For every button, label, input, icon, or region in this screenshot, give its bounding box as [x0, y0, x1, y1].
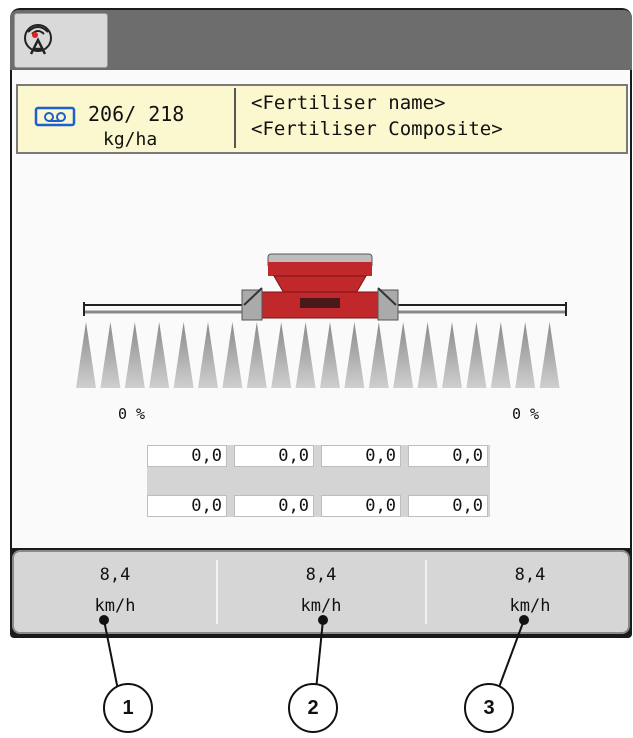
rate-unit: kg/ha	[103, 129, 158, 150]
section-value: 0,0	[147, 495, 227, 517]
right-percent: 0 %	[512, 405, 540, 423]
header-divider	[234, 88, 236, 148]
callout-2: 2	[288, 683, 338, 733]
speed-unit: km/h	[300, 596, 342, 616]
callout-1: 1	[103, 683, 153, 733]
left-percent: 0 %	[118, 405, 146, 423]
section-value: 0,0	[321, 495, 401, 517]
speed-value: 8,4	[514, 565, 546, 585]
fertiliser-name: <Fertiliser name>	[251, 92, 446, 114]
callout-3: 3	[464, 683, 514, 733]
speed-divider	[425, 560, 427, 624]
section-value: 0,0	[408, 495, 488, 517]
auto-radar-icon	[24, 24, 52, 55]
fertiliser-composite: <Fertiliser Composite>	[251, 118, 503, 140]
section-value: 0,0	[408, 445, 488, 467]
speed-value: 8,4	[305, 565, 337, 585]
speed-value: 8,4	[99, 565, 131, 585]
auto-mode-button[interactable]	[14, 13, 108, 68]
speed-display-1[interactable]: 8,4 km/h	[12, 550, 218, 634]
fertiliser-header	[16, 84, 628, 154]
top-toolbar	[10, 10, 632, 70]
section-value: 0,0	[234, 495, 314, 517]
speed-unit: km/h	[509, 596, 551, 616]
application-rate: 206/ 218	[88, 102, 185, 126]
section-value: 0,0	[234, 445, 314, 467]
section-value: 0,0	[321, 445, 401, 467]
speed-unit: km/h	[94, 596, 136, 616]
speed-divider	[216, 560, 218, 624]
section-value: 0,0	[147, 445, 227, 467]
speed-display-2[interactable]: 8,4 km/h	[218, 550, 424, 634]
speed-display-3[interactable]: 8,4 km/h	[427, 550, 633, 634]
